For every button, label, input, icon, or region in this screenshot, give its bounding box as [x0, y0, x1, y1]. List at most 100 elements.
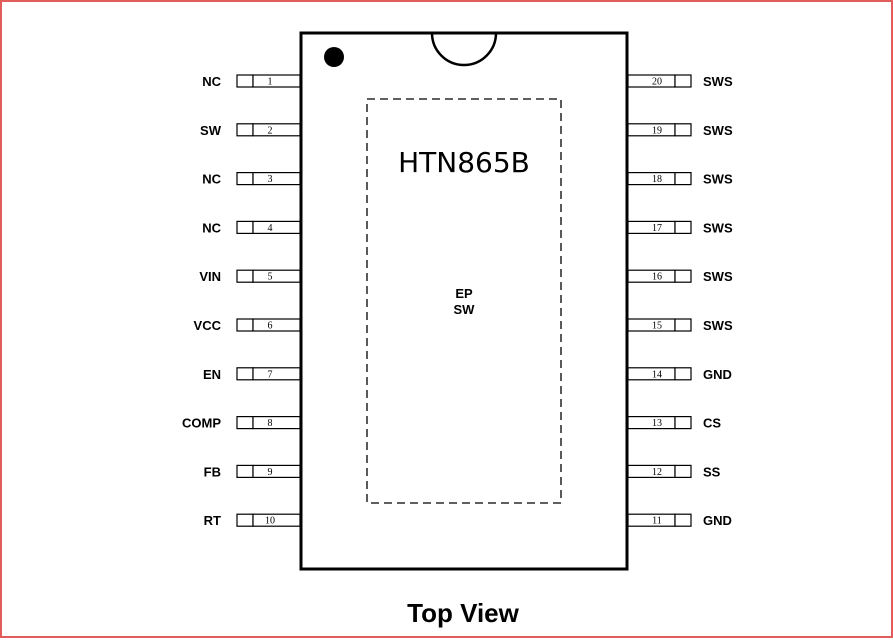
pin-right-20: 20 SWS [627, 74, 733, 89]
pin-lead [236, 269, 254, 283]
pin-lead [674, 513, 692, 527]
pin-lead-box [252, 318, 301, 332]
pin-lead-box [252, 513, 301, 527]
pin-label: VCC [194, 318, 222, 333]
pin-number: 19 [652, 125, 662, 136]
pin-label: NC [202, 74, 221, 89]
pin-right-12: 12 SS [627, 464, 721, 479]
pin-label: GND [703, 513, 732, 528]
pin-label: SWS [703, 220, 733, 235]
chip-part-number: HTN865B [398, 146, 530, 179]
pin-label: SS [703, 464, 721, 479]
pin-number: 20 [652, 77, 662, 88]
pin-number: 17 [652, 223, 662, 234]
pin-label: NC [202, 172, 221, 187]
pin-lead [236, 74, 254, 88]
pin-right-16: 16 SWS [627, 269, 733, 284]
pin-left-5: 5 VIN [199, 269, 301, 284]
pin-lead [674, 416, 692, 430]
pin-label: SWS [703, 172, 733, 187]
pin-right-14: 14 GND [627, 367, 732, 382]
pin-left-6: 6 VCC [194, 318, 301, 333]
pin-label: RT [204, 513, 221, 528]
pin-number: 9 [268, 467, 273, 478]
pin-label: GND [703, 367, 732, 382]
pin-label: CS [703, 416, 721, 431]
pin-right-19: 19 SWS [627, 123, 733, 138]
pin-lead-box [252, 220, 301, 234]
pin-lead [236, 513, 254, 527]
pin-left-9: 9 FB [204, 464, 301, 479]
pin-lead [674, 74, 692, 88]
pin-lead-box [252, 172, 301, 186]
pin-lead [674, 123, 692, 137]
pin-left-8: 8 COMP [182, 416, 301, 431]
pin-left-4: 4 NC [202, 220, 301, 235]
pin-label: COMP [182, 416, 221, 431]
pin-right-18: 18 SWS [627, 172, 733, 187]
pin-number: 5 [268, 272, 273, 283]
pin-label: FB [204, 464, 221, 479]
pin-number: 15 [652, 321, 662, 332]
pin-right-15: 15 SWS [627, 318, 733, 333]
chip-body [299, 31, 629, 571]
pin-lead [236, 464, 254, 478]
pin-number: 4 [268, 223, 273, 234]
pin-lead [674, 220, 692, 234]
pin-lead [236, 172, 254, 186]
pin-label: SWS [703, 318, 733, 333]
pin-number: 8 [268, 418, 273, 429]
pin-left-2: 2 SW [200, 123, 301, 138]
pin-number: 12 [652, 467, 662, 478]
pin-left-1: 1 NC [202, 74, 301, 89]
pin-lead [236, 123, 254, 137]
pin-label: SW [200, 123, 222, 138]
exposed-pad-label-line1: EP [455, 286, 473, 301]
view-label: Top View [407, 598, 519, 628]
pin-lead-box [252, 367, 301, 381]
pin-label: EN [203, 367, 221, 382]
pin-right-13: 13 CS [627, 416, 721, 431]
pin-number: 7 [268, 369, 273, 380]
orientation-notch [430, 32, 498, 67]
pin-lead-box [252, 269, 301, 283]
pin-number: 18 [652, 174, 662, 185]
pin-lead [674, 318, 692, 332]
pin-lead [236, 416, 254, 430]
pin-number: 10 [265, 516, 275, 527]
pin-label: NC [202, 220, 221, 235]
exposed-pad-label-line2: SW [454, 302, 476, 317]
pin-number: 2 [268, 125, 273, 136]
pin-label: SWS [703, 269, 733, 284]
pin-lead-box [252, 464, 301, 478]
pin-left-7: 7 EN [203, 367, 301, 382]
pin-left-3: 3 NC [202, 172, 301, 187]
pin1-indicator-dot [324, 47, 344, 67]
pin-number: 3 [268, 174, 273, 185]
exposed-pad-outline [366, 98, 562, 504]
pin-number: 16 [652, 272, 662, 283]
pin-lead [236, 220, 254, 234]
pin-number: 6 [268, 321, 273, 332]
pin-label: SWS [703, 123, 733, 138]
pin-number: 13 [652, 418, 662, 429]
pin-lead-box [252, 74, 301, 88]
pin-lead [674, 172, 692, 186]
pin-lead [674, 464, 692, 478]
pin-label: SWS [703, 74, 733, 89]
pin-number: 14 [652, 369, 662, 380]
pin-right-17: 17 SWS [627, 220, 733, 235]
pin-label: VIN [199, 269, 221, 284]
pin-number: 1 [268, 77, 273, 88]
pin-left-10: 10 RT [204, 513, 301, 528]
pin-lead-box [252, 123, 301, 137]
pin-lead [236, 367, 254, 381]
pin-lead [236, 318, 254, 332]
pin-lead [674, 367, 692, 381]
pin-lead [674, 269, 692, 283]
pin-lead-box [252, 416, 301, 430]
